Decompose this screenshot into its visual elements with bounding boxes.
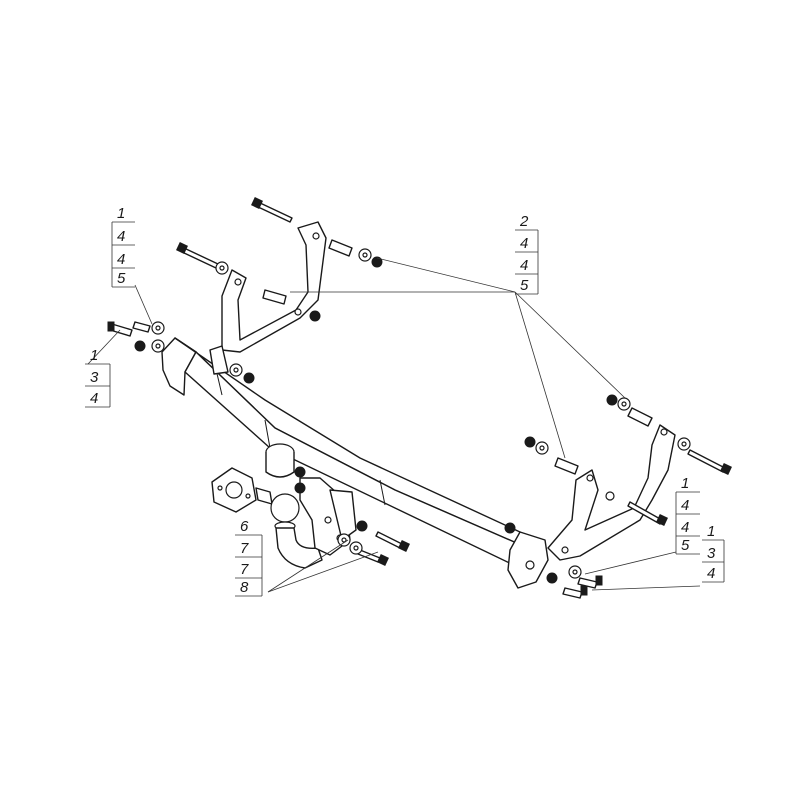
callout-number: 4	[681, 497, 689, 514]
sleeve-right-mid	[554, 457, 579, 475]
callout-number: 6	[240, 518, 249, 535]
sleeve-right-top	[627, 407, 653, 427]
callout-number: 1	[90, 347, 98, 364]
callout-number: 8	[240, 579, 249, 596]
tow-ball-assembly	[211, 443, 357, 569]
callout-number: 7	[240, 540, 249, 557]
callout-number: 4	[681, 519, 689, 536]
callout-number: 3	[707, 545, 716, 562]
callout-right-upper: 1 4 4 5	[675, 475, 700, 555]
callout-number: 1	[707, 523, 715, 540]
callout-left-mid: 1 3 4	[85, 347, 111, 408]
left-bracket	[209, 221, 327, 375]
right-bracket	[547, 424, 676, 561]
callout-number: 4	[90, 390, 98, 407]
callout-number: 2	[519, 213, 529, 230]
leader-lines	[87, 257, 701, 593]
callout-number: 1	[681, 475, 689, 492]
callout-number: 4	[117, 228, 125, 245]
callout-number: 4	[117, 251, 125, 268]
callout-right-lower: 1 3 4	[702, 523, 725, 583]
sleeve-left	[262, 289, 287, 305]
bolt-ball-upper	[375, 531, 410, 552]
callout-number: 5	[520, 277, 529, 294]
bolt-top-left-upper	[251, 197, 293, 223]
callout-number: 4	[707, 565, 715, 582]
fasteners	[107, 197, 732, 599]
callout-number: 5	[117, 270, 126, 287]
bolt-top-left-lower	[176, 242, 219, 269]
callout-number: 1	[117, 205, 125, 222]
callout-bottom-center: 6 7 7 8	[235, 518, 263, 597]
callout-number: 4	[520, 257, 528, 274]
cross-beam	[161, 337, 549, 589]
bolt-right-near	[627, 501, 668, 526]
callout-number: 7	[240, 561, 249, 578]
callout-top-right: 2 4 4 5	[515, 213, 539, 295]
callout-number: 5	[681, 537, 690, 554]
sleeve-top	[328, 239, 353, 257]
callout-number: 4	[520, 235, 528, 252]
callout-top-left: 1 4 4 5	[111, 205, 135, 288]
callout-number: 3	[90, 369, 99, 386]
bolt-right-far	[687, 449, 732, 475]
